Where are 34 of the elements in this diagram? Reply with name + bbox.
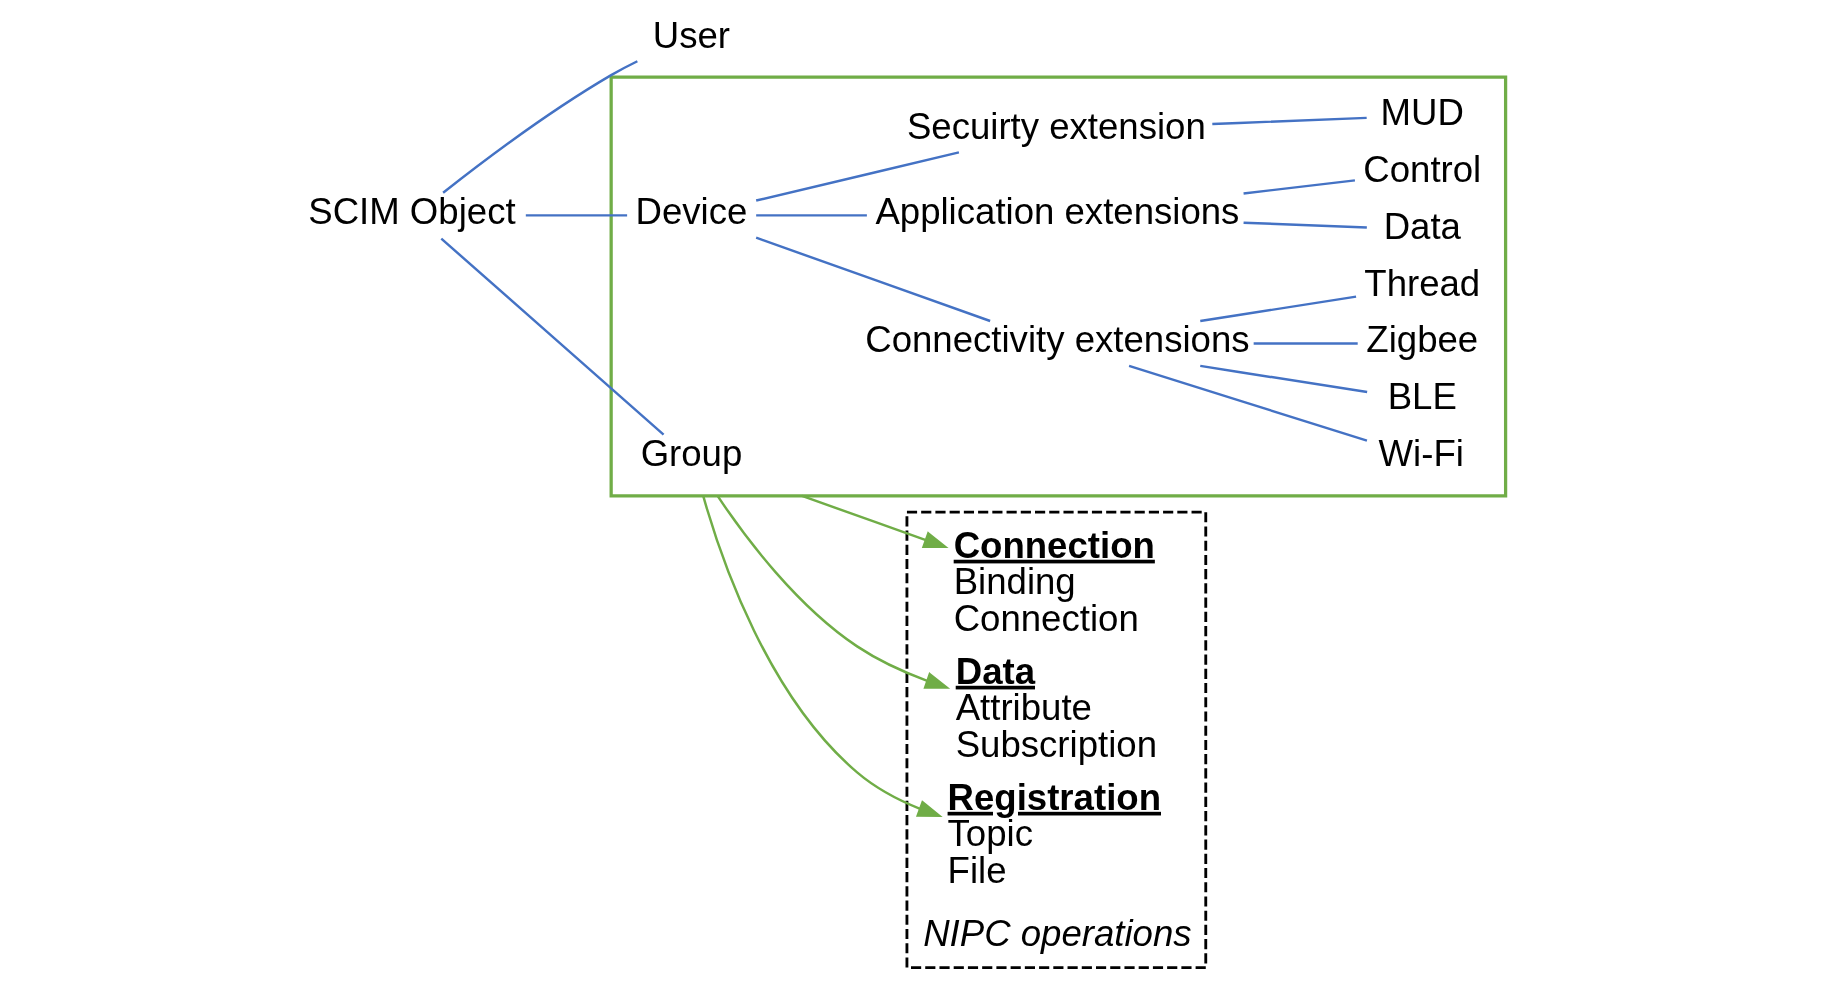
node-text: Group [640,433,743,475]
connector [1253,342,1358,345]
connector [755,236,991,323]
connector [1128,364,1368,442]
connector [755,151,960,202]
node-text: Registration Topic File [947,776,1161,891]
node-text: Device [635,191,748,233]
connector [756,214,867,217]
node-text: SCIM Object [308,191,516,233]
arrow [702,495,943,818]
node-text: Thread [1364,262,1481,304]
node-text: MUD [1380,91,1464,133]
connector [440,237,665,436]
node-text: Connectivity extensions [865,319,1250,361]
node-text: BLE [1387,376,1457,418]
connector [442,60,638,194]
node-text: Control [1363,148,1482,190]
connector [1243,179,1356,195]
node-text: Wi-Fi [1378,433,1464,475]
connector [1200,295,1357,323]
node-text: Zigbee [1366,319,1479,361]
node-text: Data [1383,205,1461,247]
connector [1243,221,1367,229]
node-text: Application extensions [875,191,1240,233]
arrow [801,494,949,549]
node-text: User [652,14,731,56]
cluster [609,75,1508,498]
node-text: Secuirty extension [906,105,1206,147]
node-text: Data Attribute Subscription [955,650,1158,765]
connector [1200,364,1368,394]
connector [525,214,628,217]
connector [1212,116,1367,126]
node-text: Connection Binding Connection [953,524,1155,639]
arrow [716,495,951,689]
